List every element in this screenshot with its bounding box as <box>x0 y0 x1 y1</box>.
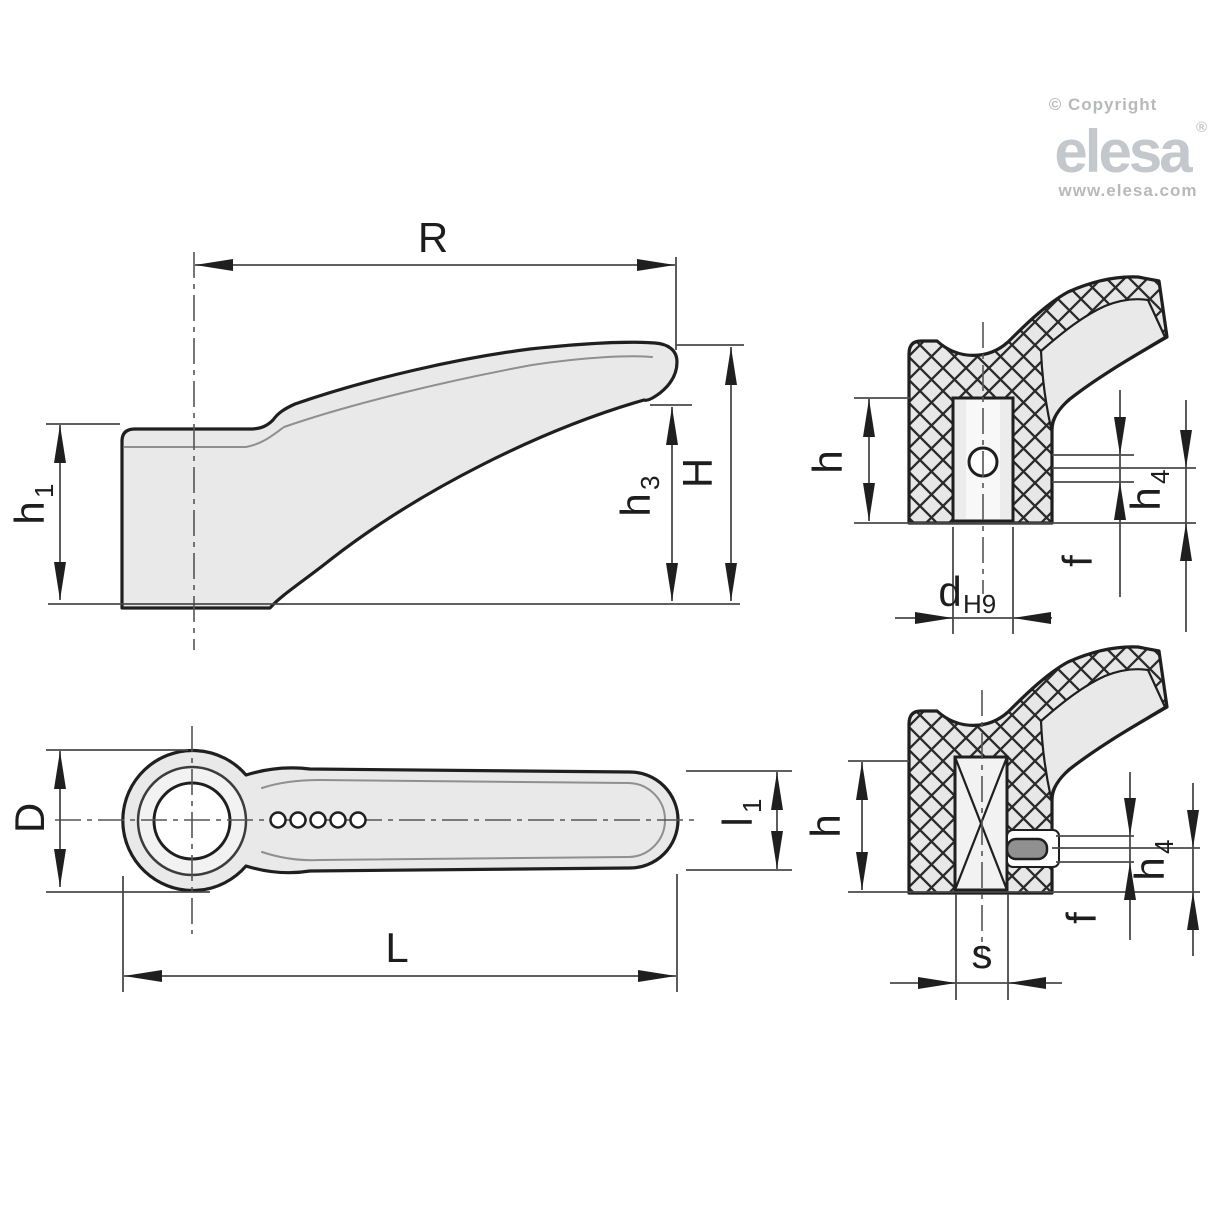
svg-text:h: h <box>6 501 53 524</box>
svg-text:H: H <box>674 458 721 488</box>
dim-label-dH9: d H9 <box>938 568 996 619</box>
dim-label-h-bottom: h <box>802 814 849 837</box>
dim-label-R: R <box>418 214 448 261</box>
lever-side-outline <box>120 340 679 610</box>
dim-label-s: s <box>972 930 993 977</box>
svg-text:f: f <box>1058 912 1105 924</box>
section-top-arrowheads <box>863 399 1192 624</box>
side-view-arrowheads <box>54 259 737 601</box>
blind-hole-cross-lines <box>953 756 1009 891</box>
svg-text:f: f <box>1054 555 1101 567</box>
side-view: R h 1 h 3 H <box>6 214 744 650</box>
dim-label-h4-bottom: h 4 <box>1126 840 1179 881</box>
svg-text:l: l <box>714 817 761 826</box>
section-view-bottom: h f h 4 s <box>802 645 1200 1000</box>
copyright-text: © Copyright <box>1049 95 1158 114</box>
website-text: www.elesa.com <box>1058 181 1198 200</box>
dim-label-f-top: f <box>1054 555 1101 567</box>
svg-text:1: 1 <box>737 799 767 813</box>
registered-mark-icon: ® <box>1196 119 1207 136</box>
svg-text:1: 1 <box>29 484 59 498</box>
svg-text:3: 3 <box>635 476 665 490</box>
svg-text:4: 4 <box>1145 470 1175 484</box>
svg-text:h: h <box>612 493 659 516</box>
section-view-top: h f h 4 d H9 <box>804 275 1196 634</box>
plan-view-arrowheads <box>54 751 783 982</box>
svg-text:D: D <box>6 803 53 833</box>
svg-text:h: h <box>802 814 849 837</box>
dim-label-H: H <box>674 458 721 488</box>
dim-label-D: D <box>6 803 53 833</box>
dim-label-h3: h 3 <box>612 476 665 517</box>
brand-logo: © Copyright elesa ® www.elesa.com <box>1049 95 1207 200</box>
section-bottom-arrowheads <box>856 762 1199 989</box>
svg-text:4: 4 <box>1149 840 1179 854</box>
dim-label-h-top: h <box>804 450 851 473</box>
dim-label-f-bottom: f <box>1058 912 1105 924</box>
plan-view: D l 1 L <box>6 726 792 992</box>
dim-label-h1: h 1 <box>6 484 59 525</box>
brand-name: elesa <box>1054 118 1193 185</box>
lever-top-edge-line <box>123 355 653 448</box>
grip-dimples <box>269 811 367 829</box>
spring-pin <box>1005 837 1049 861</box>
dim-label-h4-top: h 4 <box>1122 470 1175 511</box>
dim-label-l1: l 1 <box>714 799 767 827</box>
svg-text:h: h <box>804 450 851 473</box>
svg-text:h: h <box>1122 487 1169 510</box>
svg-text:H9: H9 <box>963 589 996 619</box>
svg-text:d: d <box>938 568 961 615</box>
dim-label-L: L <box>385 924 408 971</box>
svg-text:h: h <box>1126 857 1173 880</box>
